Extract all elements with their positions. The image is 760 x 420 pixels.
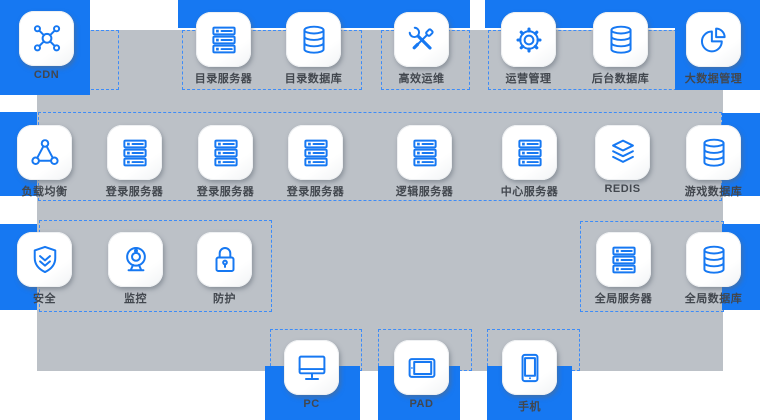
node-label-cdn: CDN: [33, 69, 60, 81]
node-game-db[interactable]: [686, 125, 741, 180]
node-security[interactable]: [17, 232, 72, 287]
node-cdn[interactable]: [19, 11, 74, 66]
node-load-balance[interactable]: [17, 125, 72, 180]
database-icon: [697, 243, 731, 277]
cdn-network-icon: [30, 22, 64, 56]
node-label-login-server-2: 登录服务器: [196, 186, 255, 198]
database-icon: [604, 23, 638, 57]
server-rack-icon: [209, 136, 243, 170]
node-label-protection: 防护: [213, 293, 236, 305]
node-operation-mgmt[interactable]: [501, 12, 556, 67]
node-login-server-1[interactable]: [107, 125, 162, 180]
node-label-login-server-3: 登录服务器: [286, 186, 345, 198]
server-rack-icon: [607, 243, 641, 277]
node-login-server-3[interactable]: [288, 125, 343, 180]
pie-chart-icon: [697, 23, 731, 57]
node-label-pad: PAD: [409, 398, 434, 410]
tools-icon: [405, 23, 439, 57]
load-balance-icon: [28, 136, 62, 170]
node-label-efficient-ops: 高效运维: [398, 73, 445, 85]
server-rack-icon: [513, 136, 547, 170]
node-label-global-server: 全局服务器: [594, 293, 653, 305]
node-redis[interactable]: [595, 125, 650, 180]
node-label-global-db: 全局数据库: [684, 293, 743, 305]
layers-stack-icon: [606, 136, 640, 170]
node-label-bigdata-mgmt: 大数据管理: [684, 73, 743, 85]
node-logic-server[interactable]: [397, 125, 452, 180]
node-label-login-server-1: 登录服务器: [105, 186, 164, 198]
node-label-backend-db: 后台数据库: [591, 73, 650, 85]
node-bigdata-mgmt[interactable]: [686, 12, 741, 67]
node-login-server-2[interactable]: [198, 125, 253, 180]
node-label-directory-db: 目录数据库: [284, 73, 343, 85]
node-global-server[interactable]: [596, 232, 651, 287]
gear-icon: [512, 23, 546, 57]
database-icon: [697, 136, 731, 170]
lock-icon: [208, 243, 242, 277]
node-label-logic-server: 逻辑服务器: [395, 186, 454, 198]
node-phone[interactable]: [502, 340, 557, 395]
node-monitoring[interactable]: [108, 232, 163, 287]
server-rack-icon: [299, 136, 333, 170]
node-label-operation-mgmt: 运营管理: [505, 73, 552, 85]
node-label-center-server: 中心服务器: [500, 186, 559, 198]
node-efficient-ops[interactable]: [394, 12, 449, 67]
node-pc[interactable]: [284, 340, 339, 395]
node-global-db[interactable]: [686, 232, 741, 287]
node-label-monitoring: 监控: [124, 293, 147, 305]
node-label-game-db: 游戏数据库: [684, 186, 743, 198]
node-center-server[interactable]: [502, 125, 557, 180]
server-rack-icon: [408, 136, 442, 170]
pad-icon: [405, 351, 439, 385]
server-rack-icon: [118, 136, 152, 170]
node-label-redis: REDIS: [604, 183, 641, 195]
node-backend-db[interactable]: [593, 12, 648, 67]
node-pad[interactable]: [394, 340, 449, 395]
shield-icon: [28, 243, 62, 277]
node-label-directory-server: 目录服务器: [194, 73, 253, 85]
node-label-pc: PC: [303, 398, 320, 410]
directory-group: [182, 30, 362, 90]
webcam-icon: [119, 243, 153, 277]
database-icon: [297, 23, 331, 57]
node-label-load-balance: 负载均衡: [21, 186, 68, 198]
phone-icon: [513, 351, 547, 385]
pc-monitor-icon: [295, 351, 329, 385]
server-rack-icon: [207, 23, 241, 57]
node-label-phone: 手机: [518, 401, 541, 413]
node-directory-db[interactable]: [286, 12, 341, 67]
node-protection[interactable]: [197, 232, 252, 287]
node-directory-server[interactable]: [196, 12, 251, 67]
node-label-security: 安全: [33, 293, 56, 305]
